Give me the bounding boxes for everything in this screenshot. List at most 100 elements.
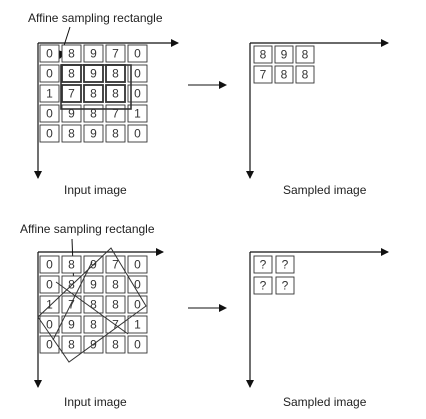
grid-cell	[253, 255, 273, 274]
grid-cell	[105, 295, 126, 314]
grid-cell	[39, 64, 60, 83]
grid-cell	[83, 315, 104, 334]
grid-cell-value: 8	[281, 68, 288, 82]
grid-cell	[105, 124, 126, 143]
grid-cell-value: 8	[112, 87, 119, 101]
grid-cell-value: 9	[90, 47, 97, 61]
grid-cell	[127, 124, 148, 143]
grid-cell-value: 7	[112, 258, 119, 272]
grid-cell-value: 8	[112, 127, 119, 141]
grid-cell-value: 0	[134, 127, 141, 141]
grid-cell-value: ?	[282, 279, 289, 293]
grid-cell-value: 0	[46, 318, 53, 332]
grid-cell-value: 0	[46, 107, 53, 121]
grid-cell	[61, 44, 82, 63]
grid-cell-value: 9	[90, 278, 97, 292]
grid-cell	[39, 44, 60, 63]
grid-cell	[127, 315, 148, 334]
grid-cell	[39, 255, 60, 274]
grid-cell-value: 0	[46, 67, 53, 81]
callout-label-top: Affine sampling rectangle	[28, 11, 163, 25]
grid-cell-value: 8	[302, 48, 309, 62]
grid-cell-value: 0	[46, 258, 53, 272]
grid-cell-value: ?	[260, 258, 267, 272]
grid-cell-value: 9	[68, 107, 75, 121]
grid-cell	[39, 295, 60, 314]
grid-cell	[39, 124, 60, 143]
grid-cell	[61, 335, 82, 354]
grid-cell	[127, 44, 148, 63]
grid-cell-value: 7	[68, 87, 75, 101]
grid-cell-value: 7	[68, 298, 75, 312]
grid-cell-value: ?	[260, 279, 267, 293]
grid-cell-value: 9	[90, 127, 97, 141]
grid-cell-value: 9	[68, 318, 75, 332]
grid-cell-value: 0	[46, 278, 53, 292]
grid-cell-value: 7	[112, 47, 119, 61]
grid-cell	[105, 335, 126, 354]
grid-cell-value: 0	[134, 87, 141, 101]
input-image-label-bottom: Input image	[64, 395, 127, 409]
grid-cell	[275, 276, 295, 295]
grid-cell-value: 7	[112, 107, 119, 121]
grid-cell-value: 0	[134, 278, 141, 292]
grid-cell-value: 8	[112, 278, 119, 292]
grid-cell-value: 8	[90, 87, 97, 101]
sampled-image-label-top: Sampled image	[283, 183, 367, 197]
panel-bottom: Affine sampling rectangle 0 8 9 7 0 0 8 9 8 0 1 7 8 8…	[20, 222, 389, 409]
grid-cell-value: 1	[46, 87, 53, 101]
grid-cell-value: 8	[68, 127, 75, 141]
grid-cell	[105, 84, 126, 103]
grid-cell-value: 0	[134, 338, 141, 352]
affine-sampling-rectangle-top	[60, 64, 132, 110]
grid-cell-value: 9	[281, 48, 288, 62]
grid-cell	[83, 44, 104, 63]
grid-cell-value: 8	[90, 107, 97, 121]
grid-cell-value: 7	[260, 68, 267, 82]
grid-cell	[127, 84, 148, 103]
grid-cell	[274, 65, 294, 84]
grid-cell-value: 1	[134, 318, 141, 332]
grid-cell	[295, 65, 315, 84]
input-image-label-top: Input image	[64, 183, 127, 197]
grid-cell-value: 8	[90, 318, 97, 332]
grid-cell	[127, 335, 148, 354]
grid-cell-value: ?	[282, 258, 289, 272]
sampled-image-label-bottom: Sampled image	[283, 395, 367, 409]
grid-cell	[274, 45, 294, 64]
grid-cell	[253, 45, 273, 64]
grid-cell-value: 8	[68, 67, 75, 81]
grid-cell-value: 8	[90, 298, 97, 312]
grid-cell	[83, 124, 104, 143]
grid-cell	[253, 65, 273, 84]
grid-cell	[39, 104, 60, 123]
grid-cell	[61, 84, 82, 103]
grid-cell	[39, 84, 60, 103]
grid-cell-value: 8	[112, 338, 119, 352]
grid-cell	[275, 255, 295, 274]
grid-cell	[61, 124, 82, 143]
output-grid-bottom: ????	[253, 255, 295, 295]
grid-cell	[105, 275, 126, 294]
callout-label-bottom: Affine sampling rectangle	[20, 222, 155, 236]
affine-sampling-rectangle-bottom-outer	[37, 247, 147, 363]
grid-cell-value: 8	[68, 338, 75, 352]
grid-cell	[127, 275, 148, 294]
grid-cell	[83, 84, 104, 103]
grid-cell	[105, 44, 126, 63]
grid-cell-value: 0	[134, 258, 141, 272]
grid-cell-value: 8	[112, 67, 119, 81]
grid-cell-value: 8	[302, 68, 309, 82]
grid-cell	[127, 64, 148, 83]
grid-cell-value: 8	[68, 258, 75, 272]
grid-cell	[127, 104, 148, 123]
grid-cell	[61, 315, 82, 334]
grid-cell-value: 9	[90, 67, 97, 81]
grid-cell	[61, 255, 82, 274]
affine-sampling-rectangle-bottom-mid-a	[55, 281, 129, 335]
grid-cell	[295, 45, 315, 64]
grid-cell-value: 8	[112, 298, 119, 312]
grid-cell-value: 0	[46, 127, 53, 141]
affine-sampling-rectangle-bottom-mid-b	[52, 261, 93, 341]
